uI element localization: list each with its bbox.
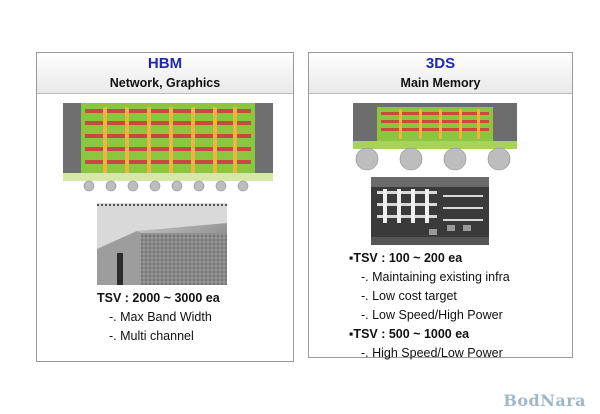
3ds-subtitle: Main Memory: [400, 76, 481, 90]
3ds-tsv-count-2: ▪TSV : 500 ~ 1000 ea: [349, 327, 470, 341]
hbm-sem-image: [97, 203, 227, 285]
hbm-subtitle: Network, Graphics: [109, 76, 221, 90]
3ds-sem-image: [371, 177, 489, 245]
hbm-tsv-count: TSV : 2000 ~ 3000 ea: [97, 291, 220, 305]
3ds-spec-list: ▪TSV : 100 ~ 200 ea -. Maintaining exist…: [349, 249, 510, 363]
hbm-spec-list: TSV : 2000 ~ 3000 ea -. Max Band Width -…: [97, 289, 220, 346]
3ds-tsv-count-1: ▪TSV : 100 ~ 200 ea: [349, 251, 463, 265]
watermark-logo: BodNara: [503, 391, 586, 410]
hbm-header: HBM Network, Graphics: [37, 53, 293, 94]
hbm-panel: HBM Network, Graphics: [36, 52, 294, 362]
3ds-title: 3DS: [425, 55, 456, 72]
3ds-feature: -. Low Speed/High Power: [361, 308, 503, 322]
3ds-panel: 3DS Main Memory: [308, 52, 573, 360]
3ds-feature: -. Maintaining existing infra: [361, 270, 510, 284]
hbm-feature: -. Max Band Width: [109, 310, 212, 324]
hbm-title: HBM: [147, 55, 183, 72]
hbm-stack-diagram: [63, 103, 273, 192]
3ds-header: 3DS Main Memory: [309, 53, 572, 94]
3ds-stack-diagram: [353, 103, 517, 171]
3ds-feature: -. Low cost target: [361, 289, 457, 303]
3ds-feature: -. High Speed/Low Power: [361, 346, 503, 360]
hbm-feature: -. Multi channel: [109, 329, 194, 343]
